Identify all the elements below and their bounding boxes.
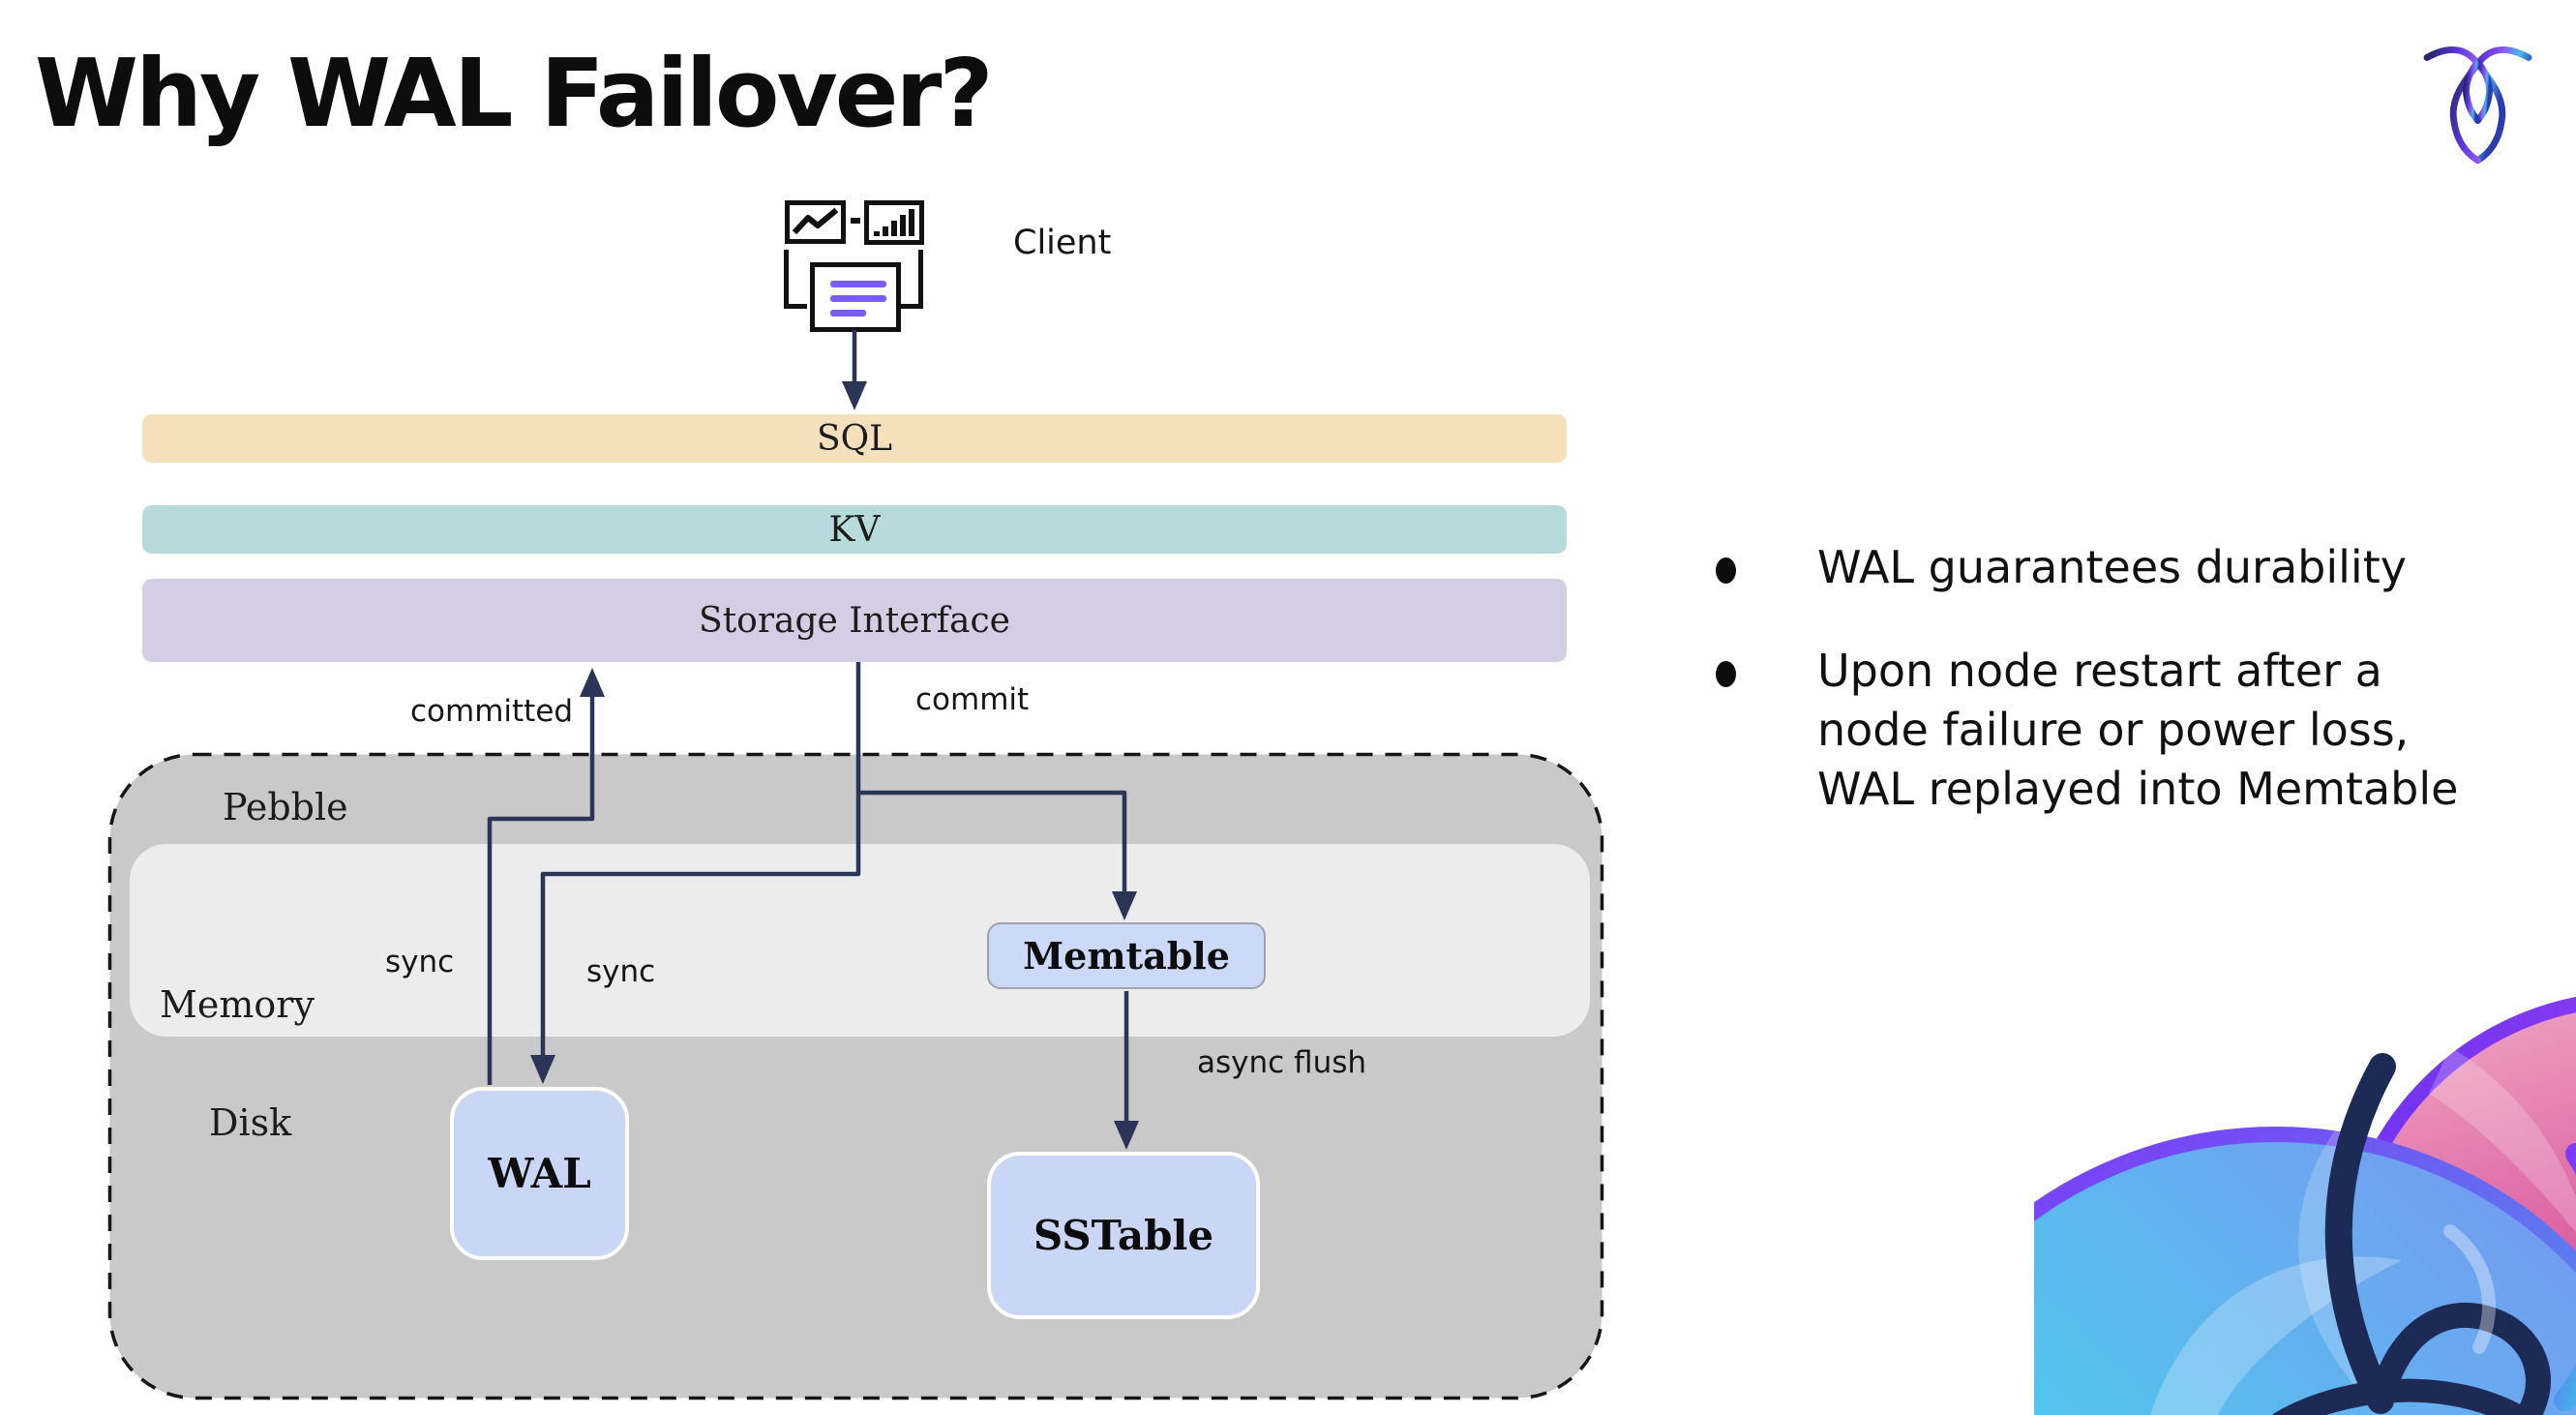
bar-chart-icon	[864, 200, 924, 245]
edge-label-sync-1: sync	[385, 945, 455, 979]
wal-node: WAL	[450, 1087, 629, 1260]
cockroachdb-logo-icon	[2423, 46, 2532, 165]
bullet-icon	[1716, 557, 1736, 584]
pebble-label: Pebble	[223, 786, 348, 828]
memtable-node: Memtable	[987, 922, 1266, 989]
bullet-1-line-1: WAL guarantees durability	[1817, 541, 2407, 593]
sstable-node: SSTable	[987, 1152, 1260, 1319]
layer-label-sql: SQL	[816, 418, 893, 459]
bullet-2-line-2: node failure or power loss,	[1817, 704, 2410, 756]
bullet-text-1: WAL guarantees durability	[1817, 538, 2407, 597]
sstable-label: SSTable	[1033, 1212, 1214, 1259]
edge-label-async-flush: async flush	[1197, 1045, 1367, 1080]
layer-label-storage-interface: Storage Interface	[699, 600, 1010, 641]
client-label: Client	[1013, 224, 1112, 262]
list-item: WAL guarantees durability	[1686, 538, 2537, 597]
line-chart-icon	[785, 200, 846, 244]
bullet-text-2: Upon node restart after a node failure o…	[1817, 642, 2458, 819]
disk-label: Disk	[209, 1101, 292, 1144]
bullet-2-line-3: WAL replayed into Memtable	[1817, 763, 2459, 815]
list-item: Upon node restart after a node failure o…	[1686, 642, 2537, 819]
memory-label: Memory	[160, 983, 315, 1026]
page-title: Why WAL Failover?	[35, 39, 994, 148]
wal-label: WAL	[488, 1150, 591, 1197]
edge-label-commit: commit	[915, 682, 1030, 717]
icon-dash	[851, 218, 860, 224]
bullet-icon	[1716, 661, 1736, 687]
document-icon	[810, 262, 901, 332]
layer-bar-kv: KV	[142, 505, 1567, 554]
memory-zone	[130, 844, 1590, 1037]
edge-label-committed: committed	[410, 694, 574, 729]
layer-bar-sql: SQL	[142, 414, 1567, 463]
layer-bar-storage-interface: Storage Interface	[142, 579, 1567, 662]
corner-art-graphic	[2034, 996, 2576, 1415]
left-bracket-icon	[784, 250, 807, 309]
edge-label-sync-2: sync	[586, 954, 656, 989]
right-bracket-icon	[900, 250, 923, 309]
bullet-list: WAL guarantees durability Upon node rest…	[1686, 538, 2537, 863]
memtable-label: Memtable	[1023, 934, 1230, 978]
layer-label-kv: KV	[828, 509, 881, 550]
bullet-2-line-1: Upon node restart after a	[1817, 645, 2382, 697]
